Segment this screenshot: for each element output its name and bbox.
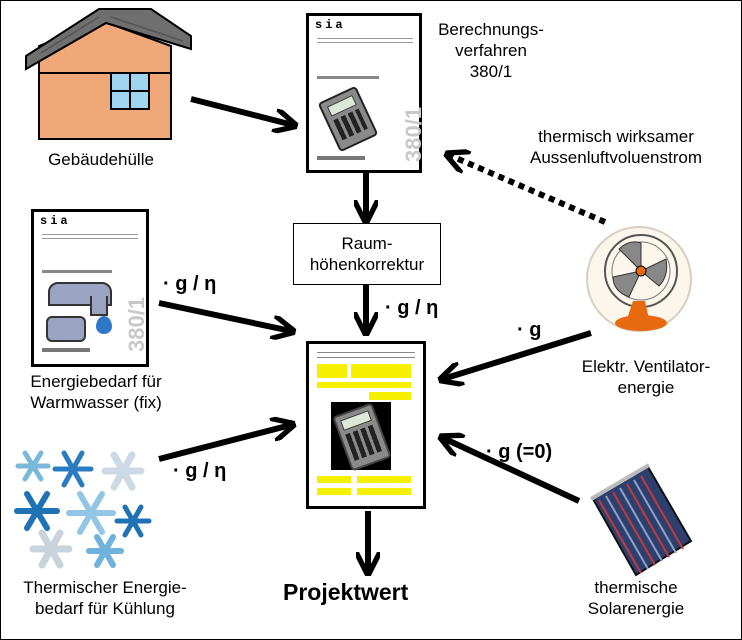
document-text-lines <box>42 234 138 239</box>
document-heading-line <box>42 270 112 273</box>
height-factor: · g / η <box>385 297 439 319</box>
hotwater-label-line1: Energiebedarf für <box>30 372 162 391</box>
highlight-row <box>357 488 411 495</box>
arrow-solar-to-project <box>443 438 581 504</box>
project-document-icon <box>306 341 426 509</box>
highlight-row <box>317 364 347 378</box>
highlight-row <box>369 392 411 400</box>
height-correction-line2: höhenkorrektur <box>309 255 425 274</box>
height-correction-line1: Raum- <box>341 234 393 253</box>
calculator-icon <box>317 85 379 153</box>
highlight-row <box>317 476 351 483</box>
cooling-factor: · g / η <box>173 460 227 482</box>
height-correction-box: Raum- höhenkorrektur <box>293 223 441 285</box>
arrow-cooling-to-project <box>158 425 291 462</box>
fan-label-line2: energie <box>617 378 675 397</box>
fan-label-line1: Elektr. Ventilator- <box>581 357 711 376</box>
highlight-row <box>317 382 411 388</box>
document-text-lines <box>317 352 415 358</box>
cooling-label: Thermischer Energie- bedarf für Kühlung <box>5 577 205 619</box>
highlight-row <box>357 476 411 483</box>
hotwater-factor: · g / η <box>163 273 217 295</box>
solar-collector-icon <box>589 463 693 577</box>
fan-label: Elektr. Ventilator- energie <box>561 356 731 398</box>
solar-factor: · g (=0) <box>486 441 553 463</box>
hotwater-label-line2: Warmwasser (fix) <box>30 393 162 412</box>
solar-label-line2: Solarenergie <box>587 599 685 618</box>
document-number: 380/1 <box>401 106 426 162</box>
highlight-row <box>351 364 411 378</box>
document-footer-line <box>42 348 90 352</box>
method-label-line2: verfahren <box>455 41 527 60</box>
highlight-row <box>317 488 351 495</box>
arrow-building-to-method <box>190 96 293 125</box>
solar-label-line1: thermische <box>594 578 678 597</box>
document-publisher: sia <box>315 18 346 32</box>
calculator-icon <box>331 402 392 472</box>
solar-label: thermische Solarenergie <box>561 577 711 619</box>
airflow-label-line2: Aussenluftvoluenstrom <box>530 148 702 167</box>
airflow-label: thermisch wirksamer Aussenluftvoluenstro… <box>501 126 731 168</box>
method-label-line3: 380/1 <box>469 62 513 81</box>
document-number: 380/1 <box>124 296 149 352</box>
document-publisher: sia <box>40 214 71 228</box>
snowflake-icon <box>14 450 152 569</box>
pipe-icon <box>46 316 86 342</box>
hotwater-label: Energiebedarf für Warmwasser (fix) <box>11 371 181 413</box>
method-document-icon: sia 380/1 <box>306 13 426 173</box>
document-footer-line <box>317 156 365 160</box>
fan-icon <box>586 226 692 332</box>
fan-factor: · g <box>517 319 542 341</box>
cooling-label-line2: bedarf für Kühlung <box>35 599 175 618</box>
cooling-label-line1: Thermischer Energie- <box>23 578 187 597</box>
project-value-label: Projektwert <box>283 579 409 605</box>
faucet-spout-icon <box>90 296 108 316</box>
method-label-line1: Berechnungs- <box>438 20 544 39</box>
document-text-lines <box>317 38 413 43</box>
hotwater-document-icon: sia 380/1 <box>31 209 149 367</box>
arrow-fan-to-project <box>443 330 592 379</box>
arrow-hotwater-to-project <box>158 300 291 331</box>
airflow-label-line1: thermisch wirksamer <box>538 127 694 146</box>
water-drop-icon <box>96 316 112 334</box>
method-label: Berechnungs- verfahren 380/1 <box>421 19 561 82</box>
building-label: Gebäudehülle <box>48 150 154 169</box>
document-heading-line <box>317 76 379 79</box>
house-icon <box>25 8 192 140</box>
